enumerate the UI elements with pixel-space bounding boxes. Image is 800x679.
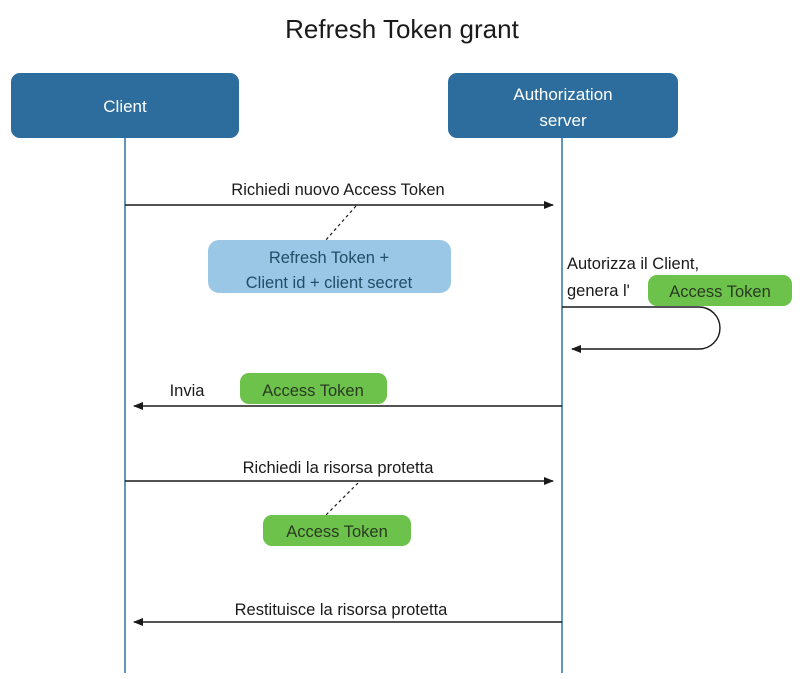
token-badge-message-2-label: Access Token (262, 382, 364, 400)
message-2-label: Invia (170, 382, 206, 400)
actor-auth-server-box[interactable] (448, 73, 678, 138)
actor-auth-server-label-line2: server (539, 111, 587, 130)
token-badge-self-message-box (648, 275, 792, 306)
note-1-label-line1: Refresh Token + (269, 249, 389, 267)
message-restituisce-risorsa-protetta: Restituisce la risorsa protetta (133, 601, 562, 626)
actor-client[interactable]: Client (11, 73, 239, 138)
actor-client-box[interactable] (11, 73, 239, 138)
message-richiedi-nuovo-access-token: Richiedi nuovo Access Token (125, 181, 554, 209)
note-2-label: Access Token (286, 523, 388, 541)
self-message-label-line2: genera l' (567, 282, 630, 300)
message-1-label: Richiedi nuovo Access Token (231, 181, 444, 199)
note-2-box (263, 515, 411, 546)
message-4-label: Restituisce la risorsa protetta (235, 601, 449, 619)
message-invia-access-token: Invia Access Token (133, 373, 562, 410)
token-badge-message-2-box (240, 373, 387, 404)
actor-client-label: Client (103, 97, 147, 116)
page-title: Refresh Token grant (285, 14, 519, 44)
note-2-leader-line (324, 482, 359, 517)
note-1-box (208, 240, 451, 293)
actor-auth-server[interactable]: Authorization server (448, 73, 678, 138)
self-message-loop-arrow (562, 306, 721, 353)
note-refresh-token-credentials: Refresh Token + Client id + client secre… (208, 205, 451, 293)
message-3-label: Richiedi la risorsa protetta (243, 459, 435, 477)
actor-auth-server-label-line1: Authorization (513, 85, 612, 104)
token-badge-self-message-label: Access Token (669, 283, 771, 301)
self-message-autorizza-client: Autorizza il Client, genera l' Access To… (562, 255, 792, 353)
self-message-label-line1: Autorizza il Client, (567, 255, 699, 273)
note-1-label-line2: Client id + client secret (246, 274, 413, 292)
note-access-token-badge: Access Token (263, 482, 411, 546)
message-richiedi-risorsa-protetta: Richiedi la risorsa protetta (125, 459, 554, 485)
note-1-leader-line (324, 205, 357, 242)
